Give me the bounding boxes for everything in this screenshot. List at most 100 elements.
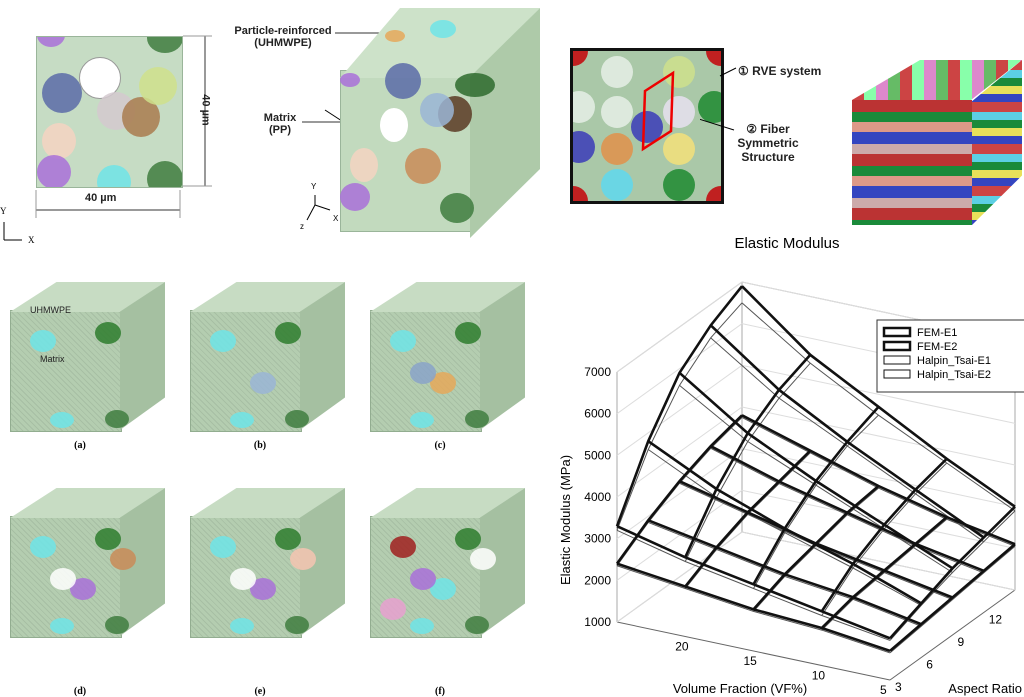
- z-tick-label: 4000: [584, 490, 611, 504]
- axis-y-3d: Y: [311, 182, 317, 191]
- surface-line-fem-e2: [710, 445, 985, 573]
- legend-label: FEM-E2: [917, 341, 957, 353]
- x-tick-label: 5: [880, 683, 887, 697]
- gridline: [616, 406, 743, 498]
- mesh-cube: [10, 488, 165, 638]
- particle-label-line1: Particle-reinforced: [234, 25, 332, 37]
- fiber-label-1: ② Fiber: [746, 122, 790, 136]
- y-tick-label: 12: [989, 613, 1003, 627]
- legend-swatch: [883, 369, 911, 379]
- panel-caption: (b): [253, 440, 267, 451]
- particle: [470, 548, 496, 570]
- axis-x-label: X: [28, 235, 35, 245]
- surface-line-halpin_tsai-e1: [741, 302, 1016, 512]
- rve-2d-view: [36, 36, 183, 188]
- panel-caption: (f): [435, 686, 445, 697]
- legend-swatch: [882, 326, 912, 338]
- axis-z-3d: z: [300, 222, 304, 231]
- dimension-x-label: 40 µm: [85, 192, 117, 204]
- fiber-label-2: Symmetric: [737, 136, 799, 150]
- surface-line-halpin_tsai-e1: [616, 302, 743, 531]
- particle: [410, 362, 436, 384]
- mesh-cube: [190, 282, 345, 432]
- surface-line-halpin_tsai-e2: [821, 518, 948, 631]
- panel-caption: (d): [73, 686, 87, 697]
- z-tick-label: 3000: [584, 532, 611, 546]
- particle: [410, 568, 436, 590]
- legend-swatch: [882, 340, 912, 352]
- mesh-cube: [370, 488, 525, 638]
- particle: [30, 536, 56, 558]
- rve-3d-view: [340, 8, 540, 238]
- surface-line-halpin_tsai-e1: [616, 529, 891, 641]
- surface-line-fem-e1: [709, 324, 985, 539]
- particle: [455, 528, 481, 550]
- gridline: [741, 489, 1016, 549]
- particle: [37, 37, 65, 47]
- particle: [210, 330, 236, 352]
- particle: [430, 578, 456, 600]
- x-axis-label: Volume Fraction (VF%): [673, 681, 807, 696]
- gridline: [741, 448, 1016, 508]
- particle: [147, 161, 182, 187]
- legend-label: Halpin_Tsai-E1: [917, 355, 991, 367]
- particle: [275, 322, 301, 344]
- legend-swatch: [883, 355, 911, 365]
- z-tick-label: 2000: [584, 573, 611, 587]
- particle: [139, 67, 177, 105]
- surface-line-fem-e2: [678, 479, 953, 599]
- chart-title: Elastic Modulus: [734, 235, 839, 252]
- gridline: [741, 531, 1016, 591]
- axis-line: [889, 589, 1016, 681]
- rve-system-square: [570, 48, 724, 204]
- surface-line-fem-e1: [616, 524, 891, 640]
- rve-system-label: ① RVE system: [738, 64, 822, 78]
- particle: [147, 37, 182, 53]
- panel-caption: (e): [254, 686, 266, 697]
- particle: [95, 322, 121, 344]
- axis-y-label: Y: [0, 206, 7, 216]
- particle: [42, 73, 82, 113]
- particle: [390, 536, 416, 558]
- z-axis-label: Elastic Modulus (MPa): [558, 455, 573, 585]
- particle: [95, 528, 121, 550]
- surface-line-fem-e2: [616, 562, 891, 653]
- mesh-cube: [10, 282, 165, 432]
- surface-line-fem-e2: [647, 519, 922, 626]
- legend-label: FEM-E1: [917, 327, 957, 339]
- surface-line-fem-e1: [741, 285, 1016, 508]
- panel-caption: (a): [74, 440, 86, 451]
- surface-line-fem-e1: [678, 371, 954, 570]
- surface-line-fem-e1: [615, 285, 744, 527]
- gridline: [616, 489, 743, 581]
- x-tick-label: 10: [812, 669, 826, 683]
- gridline: [616, 364, 743, 456]
- rve-pointer-lines: [700, 67, 737, 131]
- gridline: [616, 281, 743, 373]
- x-tick-label: 20: [675, 640, 689, 654]
- legend-label: Halpin_Tsai-E2: [917, 369, 991, 381]
- particle: [30, 330, 56, 352]
- x-tick-label: 15: [744, 654, 758, 668]
- y-axis-label: Aspect Ratio: [948, 681, 1022, 696]
- surface-line-halpin_tsai-e2: [710, 447, 984, 574]
- particle: [250, 372, 276, 394]
- matrix-label-line1: Matrix: [263, 112, 297, 124]
- gridline: [741, 406, 1016, 466]
- particle: [97, 165, 131, 187]
- particle: [380, 598, 406, 620]
- mesh-cube: [190, 488, 345, 638]
- gridline: [616, 531, 743, 623]
- particle: [210, 536, 236, 558]
- surface-line-halpin_tsai-e1: [710, 337, 985, 543]
- y-tick-label: 6: [926, 658, 933, 672]
- particle: [290, 548, 316, 570]
- particle: [250, 578, 276, 600]
- particle: [230, 568, 256, 590]
- surface-line-fem-e1: [889, 505, 1016, 640]
- surface-line-halpin_tsai-e2: [616, 565, 891, 654]
- mesh-cube: [370, 282, 525, 432]
- particle: [455, 322, 481, 344]
- particle: [110, 548, 136, 570]
